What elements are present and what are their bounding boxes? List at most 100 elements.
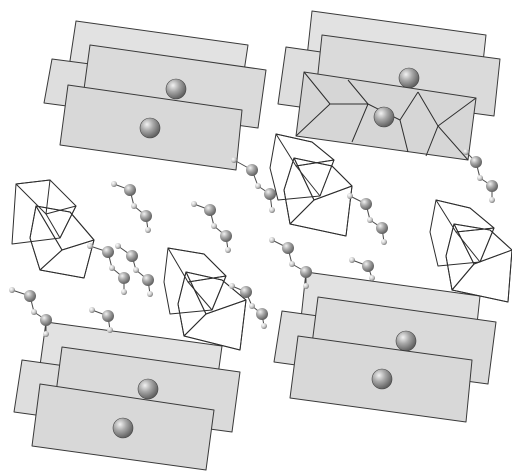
framework-lines [425,125,439,157]
small-atom [43,331,49,337]
octahedron [177,271,247,351]
molecule-chain [229,283,268,329]
octahedron-pair-left [11,179,95,279]
small-atom [477,175,483,181]
small-atom [489,197,495,203]
small-atom [381,239,387,245]
octahedron-face [295,159,335,197]
small-atom [463,149,469,155]
octahedron-face [187,275,227,311]
octahedron-face [283,157,315,225]
small-atom [211,223,217,229]
molecule-chain [89,307,114,333]
small-atom [111,181,117,187]
small-atom [145,227,151,233]
octahedron-face [183,299,247,351]
framework-lines [399,119,409,153]
atom [240,286,252,298]
atom [282,242,294,254]
metal-atom [165,78,187,100]
metal-atom [395,330,417,352]
atom [376,222,388,234]
atom [264,188,276,200]
molecule-chain [463,149,498,203]
molecule-chain [347,193,388,245]
small-atom [191,201,197,207]
layer-stack-bottom-left [13,321,241,471]
octahedron-face [185,271,247,315]
molecule-chain [9,287,52,337]
small-atom [131,203,137,209]
small-atom [31,309,37,315]
metal-atom [139,117,161,139]
small-atom [229,283,235,289]
small-atom [289,261,295,267]
small-atom [303,283,309,289]
molecule-chain [111,181,152,233]
metal-atom [373,106,395,128]
layer-stack-bottom-right [273,271,497,423]
metal-atom [398,67,420,89]
small-atom [349,257,355,263]
octahedron [429,199,495,267]
atom [362,260,374,272]
metal-atom [112,417,134,439]
atom [126,250,138,262]
octahedron [445,223,512,303]
atom [102,310,114,322]
octahedron-pair-right [429,199,512,303]
molecule-chains [9,149,498,337]
small-atom [231,157,237,163]
molecule-chain [231,157,276,213]
small-atom [367,217,373,223]
atom [102,246,114,258]
atom [470,156,482,168]
small-atom [87,243,93,249]
octahedron [283,157,353,237]
framework-lines [437,97,477,127]
atom [142,274,154,286]
small-atom [115,243,121,249]
small-atom [107,327,113,333]
layer-stack-top-right [277,10,501,161]
small-atom [89,307,95,313]
octahedron-pair-center-top [269,133,353,237]
atom [246,164,258,176]
molecule-chain [269,237,312,289]
atom [24,290,36,302]
small-atom [133,267,139,273]
octahedron-face [453,223,512,265]
small-atom [369,275,375,281]
atom [140,210,152,222]
metal-atom [137,378,159,400]
small-atom [121,289,127,295]
octahedron-pair-center-bottom [163,247,247,351]
atom [256,308,268,320]
octahedron [269,133,335,201]
atom [220,230,232,242]
octahedron-face [293,157,353,201]
small-atom [255,183,261,189]
octahedron-face [451,249,512,303]
atom [204,204,216,216]
metal-atom [371,368,393,390]
layer-stack-top-left [43,20,267,171]
small-atom [147,291,153,297]
small-atom [261,323,267,329]
octahedron-face [15,179,51,215]
small-atom [109,265,115,271]
atom [486,180,498,192]
octahedron-face [435,199,495,233]
small-atom [225,247,231,253]
small-atom [269,237,275,243]
octahedron-face [39,239,95,279]
molecule-chain [191,201,232,253]
molecule-chain [349,257,375,281]
octahedron-face [289,185,353,237]
atom [40,314,52,326]
atom [118,272,130,284]
molecule-chain [87,243,154,297]
octahedron-face [455,227,495,263]
